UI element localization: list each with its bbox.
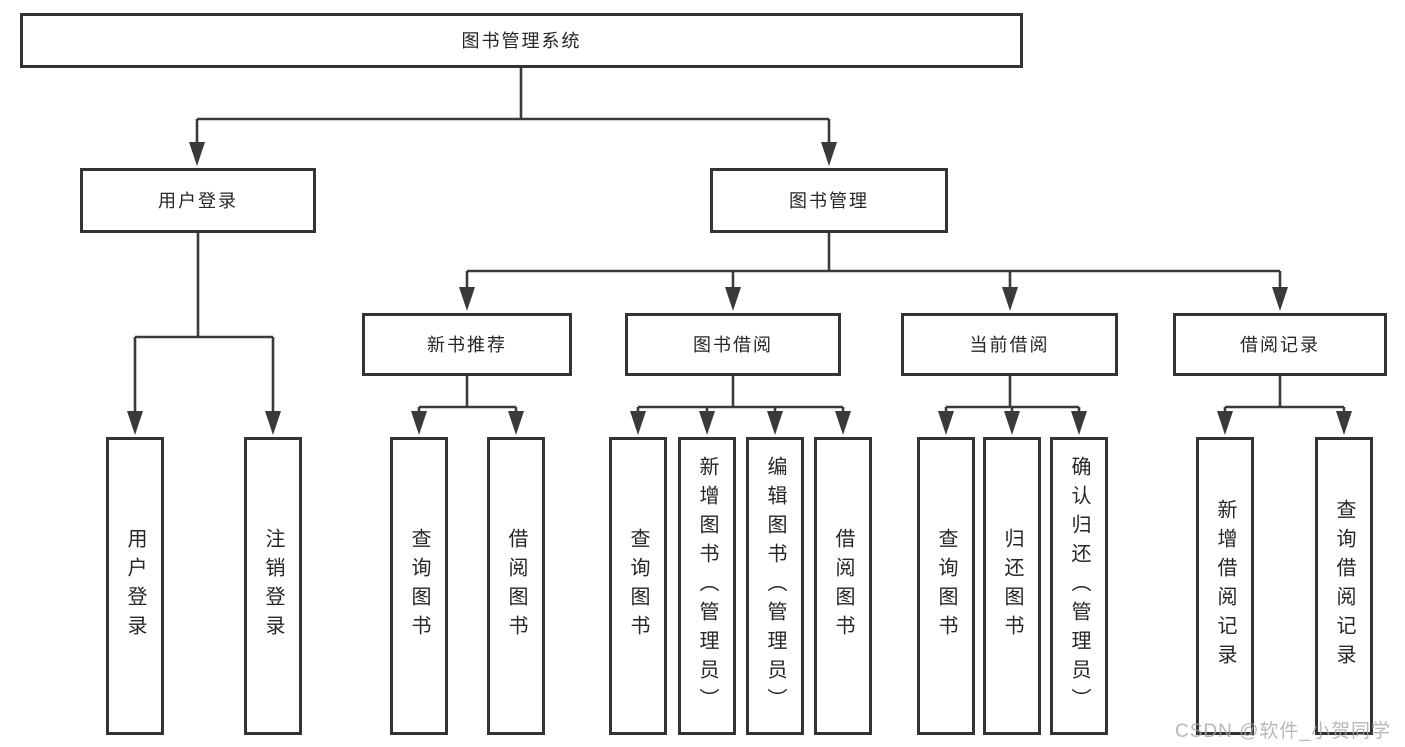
node-borrow-records: 借阅记录 bbox=[1173, 313, 1387, 376]
arrow-down-icon bbox=[189, 142, 205, 166]
node-leaf-query-books-current: 查询图书 bbox=[917, 437, 975, 735]
node-new-book-recommend: 新书推荐 bbox=[362, 313, 572, 376]
arrow-down-icon bbox=[821, 142, 837, 166]
connector-new-book-recommend-to-leaves bbox=[411, 376, 524, 435]
arrow-down-icon bbox=[265, 411, 281, 435]
arrow-down-icon bbox=[938, 411, 954, 435]
node-leaf-logout: 注销登录 bbox=[244, 437, 302, 735]
node-leaf-add-borrow-record: 新增借阅记录 bbox=[1196, 437, 1254, 735]
arrow-down-icon bbox=[725, 287, 741, 311]
node-leaf-user-login: 用户登录 bbox=[106, 437, 164, 735]
arrow-down-icon bbox=[1071, 411, 1087, 435]
connector-user-login-to-leaves bbox=[127, 233, 281, 435]
node-leaf-query-borrow-record: 查询借阅记录 bbox=[1315, 437, 1373, 735]
arrow-down-icon bbox=[1336, 411, 1352, 435]
node-book-management: 图书管理 bbox=[710, 168, 948, 233]
node-root-book-management-system: 图书管理系统 bbox=[20, 13, 1023, 68]
node-leaf-query-books-borrow: 查询图书 bbox=[609, 437, 667, 735]
arrow-down-icon bbox=[1002, 287, 1018, 311]
node-leaf-add-books-admin: 新增图书（管理员） bbox=[678, 437, 736, 735]
node-current-borrow: 当前借阅 bbox=[901, 313, 1118, 376]
arrow-down-icon bbox=[411, 411, 427, 435]
arrow-down-icon bbox=[835, 411, 851, 435]
connector-current-borrow-to-leaves bbox=[938, 376, 1087, 435]
arrow-down-icon bbox=[1217, 411, 1233, 435]
arrow-down-icon bbox=[1272, 287, 1288, 311]
arrow-down-icon bbox=[699, 411, 715, 435]
connector-book-management-to-level3 bbox=[459, 233, 1288, 311]
connector-book-borrow-to-leaves bbox=[630, 376, 851, 435]
csdn-watermark: CSDN @软件_小贺同学 bbox=[1175, 721, 1391, 742]
arrow-down-icon bbox=[459, 287, 475, 311]
node-leaf-edit-books-admin: 编辑图书（管理员） bbox=[746, 437, 804, 735]
arrow-down-icon bbox=[767, 411, 783, 435]
connector-borrow-records-to-leaves bbox=[1217, 376, 1352, 435]
node-leaf-borrow-books: 借阅图书 bbox=[814, 437, 872, 735]
node-leaf-return-books: 归还图书 bbox=[983, 437, 1041, 735]
node-leaf-query-books-recommend: 查询图书 bbox=[390, 437, 448, 735]
node-book-borrow: 图书借阅 bbox=[625, 313, 841, 376]
arrow-down-icon bbox=[630, 411, 646, 435]
node-user-login: 用户登录 bbox=[80, 168, 316, 233]
node-leaf-borrow-books-recommend: 借阅图书 bbox=[487, 437, 545, 735]
connector-root-to-level2 bbox=[189, 68, 837, 166]
arrow-down-icon bbox=[508, 411, 524, 435]
arrow-down-icon bbox=[1004, 411, 1020, 435]
arrow-down-icon bbox=[127, 411, 143, 435]
node-leaf-confirm-return-admin: 确认归还（管理员） bbox=[1050, 437, 1108, 735]
